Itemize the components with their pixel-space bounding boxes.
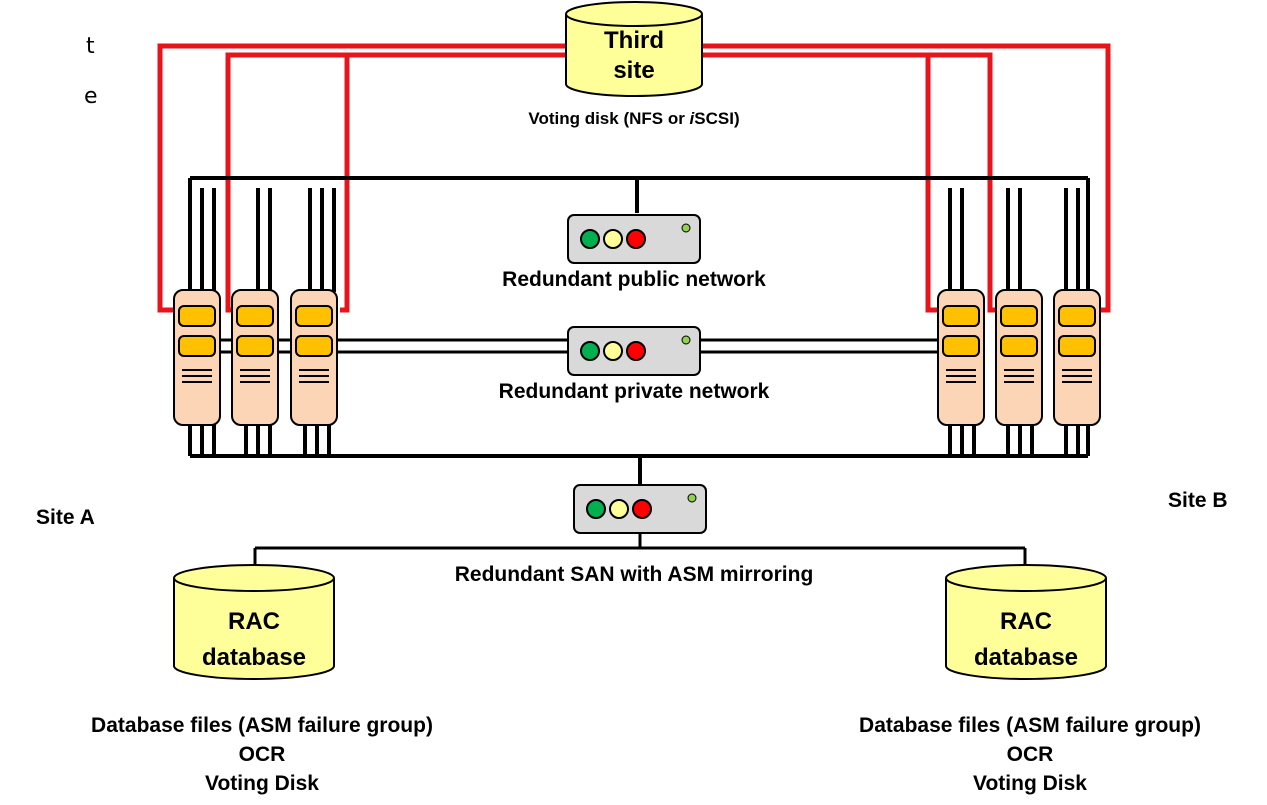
site-b-node-3 — [1053, 289, 1101, 426]
site-b-database-title: RAC database — [974, 604, 1078, 676]
database-title-line1: RAC — [1000, 608, 1052, 635]
clipped-text-fragment: e — [84, 84, 98, 109]
site-b-node-1 — [937, 289, 985, 426]
public-network-label: Redundant public network — [502, 268, 766, 291]
third-site-title-line2: site — [613, 57, 655, 84]
database-title-line1: RAC — [228, 608, 280, 635]
public-network-switch-icon — [567, 214, 701, 264]
database-files-label: Database files (ASM failure group) — [859, 714, 1201, 737]
caption-suffix: SCSI) — [694, 109, 740, 128]
third-site-title-line1: Third — [604, 27, 664, 54]
voting-disk-label: Voting Disk — [205, 772, 319, 795]
ocr-label: OCR — [1006, 743, 1054, 766]
clipped-text-fragment: t — [86, 34, 95, 59]
third-site-title: Third site — [604, 26, 664, 86]
database-files-label: Database files (ASM failure group) — [91, 714, 433, 737]
site-a-node-1 — [173, 289, 221, 426]
site-b-database-storage-icon — [945, 564, 1107, 680]
site-a-database-caption: Database files (ASM failure group) OCR V… — [91, 711, 433, 798]
public-network-links — [188, 176, 1090, 292]
database-title-line2: database — [201, 644, 307, 671]
site-b-label: Site B — [1168, 489, 1228, 512]
site-b-node-2 — [995, 289, 1043, 426]
site-a-node-2 — [231, 289, 279, 426]
caption-prefix: Voting disk (NFS or — [528, 109, 690, 128]
voting-disk-label: Voting Disk — [973, 772, 1087, 795]
site-a-label: Site A — [36, 506, 95, 529]
third-site-caption: Voting disk (NFS or iSCSI) — [528, 109, 739, 129]
caption-italic: i — [689, 109, 695, 128]
site-b-database-caption: Database files (ASM failure group) OCR V… — [859, 711, 1201, 798]
private-network-label: Redundant private network — [498, 380, 770, 403]
voting-disk-links — [157, 43, 1111, 313]
site-a-database-title: RAC database — [202, 604, 306, 676]
ocr-label: OCR — [238, 743, 286, 766]
private-network-switch-icon — [567, 326, 701, 376]
san-label: Redundant SAN with ASM mirroring — [454, 563, 814, 586]
third-site-storage-icon — [565, 1, 703, 97]
database-title-line2: database — [973, 644, 1079, 671]
san-switch-icon — [573, 484, 707, 534]
site-a-node-3 — [290, 289, 338, 426]
site-a-database-storage-icon — [173, 564, 335, 680]
